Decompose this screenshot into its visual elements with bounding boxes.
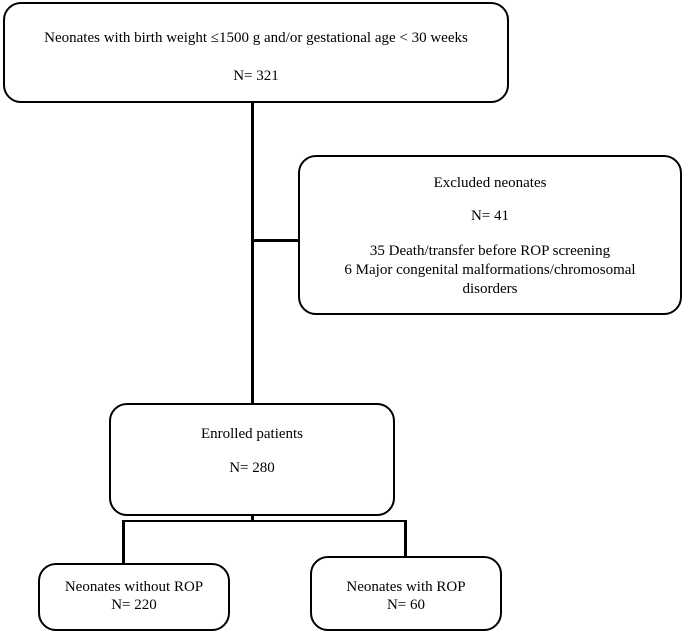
- screened-neonates-count: N= 321: [233, 68, 279, 84]
- neonates-with-rop-box: Neonates with ROP N= 60: [310, 556, 502, 631]
- screened-neonates-title: Neonates with birth weight ≤1500 g and/o…: [44, 30, 468, 46]
- connector-enrolled-stem: [251, 516, 254, 522]
- connector-to-with-rop: [404, 520, 407, 556]
- neonates-with-rop-title: Neonates with ROP: [346, 579, 466, 595]
- neonates-without-rop-box: Neonates without ROP N= 220: [38, 563, 230, 631]
- neonates-without-rop-count: N= 220: [111, 597, 157, 613]
- exclusion-reason-death-transfer: 35 Death/transfer before ROP screening: [369, 243, 611, 259]
- excluded-neonates-box: Excluded neonates N= 41 35 Death/transfe…: [298, 155, 682, 315]
- enrolled-patients-title: Enrolled patients: [200, 426, 304, 442]
- excluded-neonates-count: N= 41: [470, 208, 510, 224]
- connector-to-excluded: [251, 239, 298, 242]
- screened-neonates-box: Neonates with birth weight ≤1500 g and/o…: [3, 2, 509, 103]
- enrolled-patients-count: N= 280: [229, 460, 275, 476]
- excluded-neonates-title: Excluded neonates: [433, 175, 547, 191]
- connector-screened-to-enrolled: [251, 103, 254, 403]
- exclusion-reason-malformations: 6 Major congenital malformations/chromos…: [344, 262, 636, 297]
- enrolled-patients-box: Enrolled patients N= 280: [109, 403, 395, 516]
- connector-branch-horizontal: [122, 520, 407, 522]
- neonates-with-rop-count: N= 60: [386, 597, 426, 613]
- neonates-without-rop-title: Neonates without ROP: [64, 579, 204, 595]
- connector-to-without-rop: [122, 520, 125, 563]
